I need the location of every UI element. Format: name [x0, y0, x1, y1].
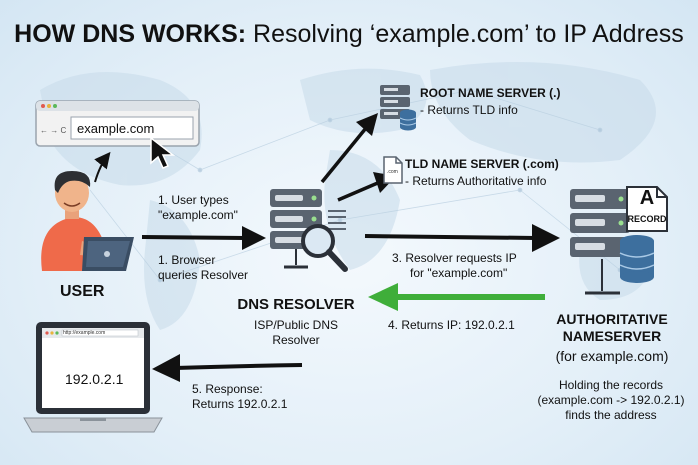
mouse-cursor-icon — [150, 136, 176, 169]
auth-subtitle: (for example.com) — [555, 348, 669, 364]
step5-line2: Returns 192.0.2.1 — [192, 397, 288, 411]
arrow-user-to-resolver — [141, 226, 266, 250]
tld-server-desc: - Returns Authoritative info — [405, 174, 547, 188]
user-label: USER — [60, 283, 105, 300]
step1-line2: "example.com" — [158, 208, 238, 222]
user-icon — [41, 171, 134, 271]
page-title: HOW DNS WORKS: Resolving ‘example.com’ t… — [0, 20, 698, 49]
browser-url-input[interactable]: example.com — [77, 121, 155, 136]
auth-note-line3: finds the address — [565, 408, 657, 422]
authoritative-server-icon — [570, 189, 655, 295]
browser-window — [35, 100, 200, 147]
arrow-resolver-to-auth — [364, 224, 560, 252]
tld-document-icon: .com — [383, 156, 403, 184]
resolver-sub-line2: Resolver — [272, 333, 320, 347]
arrow-auth-to-resolver — [368, 283, 545, 311]
tld-icon-text: .com — [387, 169, 398, 175]
step5-line1: 5. Response: — [192, 382, 263, 396]
browser-nav-buttons[interactable]: ← → C — [40, 126, 67, 135]
step2-line1: 1. Browser — [158, 253, 216, 267]
auth-note: Holding the records (example.com -> 192.… — [524, 378, 698, 423]
tld-server-title: TLD NAME SERVER (.com) — [405, 157, 559, 171]
step4-text: 4. Returns IP: 192.0.2.1 — [388, 318, 515, 332]
step3-line1: 3. Resolver requests IP — [392, 251, 517, 265]
step3-text: 3. Resolver requests IP for "example.com… — [392, 251, 517, 281]
title-rest: Resolving ‘example.com’ to IP Address — [253, 20, 684, 48]
auth-note-line2: (example.com -> 192.0.2.1) — [537, 393, 685, 407]
arrow-resolver-to-root — [320, 113, 378, 184]
a-record-document-icon — [626, 186, 668, 232]
step1-line1: 1. User types — [158, 193, 229, 207]
auth-note-line1: Holding the records — [558, 378, 664, 392]
step5-text: 5. Response: Returns 192.0.2.1 — [192, 382, 287, 412]
root-server-title: ROOT NAME SERVER (.) — [420, 86, 561, 100]
laptop-icon — [23, 322, 163, 433]
root-server-icon — [380, 85, 417, 131]
arrow-resolver-to-laptop — [152, 354, 303, 382]
arrow-user-to-browser — [94, 151, 111, 183]
auth-title: AUTHORITATIVE NAMESERVER — [530, 311, 694, 345]
root-server-desc: - Returns TLD info — [420, 103, 518, 117]
title-bold: HOW DNS WORKS: — [14, 20, 247, 48]
step2-text: 1. Browser queries Resolver — [158, 253, 248, 283]
step3-line2: for "example.com" — [410, 266, 508, 280]
auth-title-line2: NAMESERVER — [562, 328, 662, 344]
record-letter: A — [639, 187, 655, 209]
resolver-label: DNS RESOLVER — [237, 296, 355, 313]
step1-text: 1. User types "example.com" — [158, 193, 238, 223]
auth-title-line1: AUTHORITATIVE — [556, 311, 668, 327]
resolver-sub-line1: ISP/Public DNS — [253, 318, 339, 332]
laptop-ip-display: 192.0.2.1 — [65, 371, 124, 387]
step2-line2: queries Resolver — [158, 268, 249, 282]
resolver-sub: ISP/Public DNS Resolver — [236, 318, 356, 348]
dns-resolver-server-icon — [270, 189, 348, 272]
laptop-url: http://example.com — [63, 330, 106, 336]
record-word: RECORD — [627, 214, 667, 224]
